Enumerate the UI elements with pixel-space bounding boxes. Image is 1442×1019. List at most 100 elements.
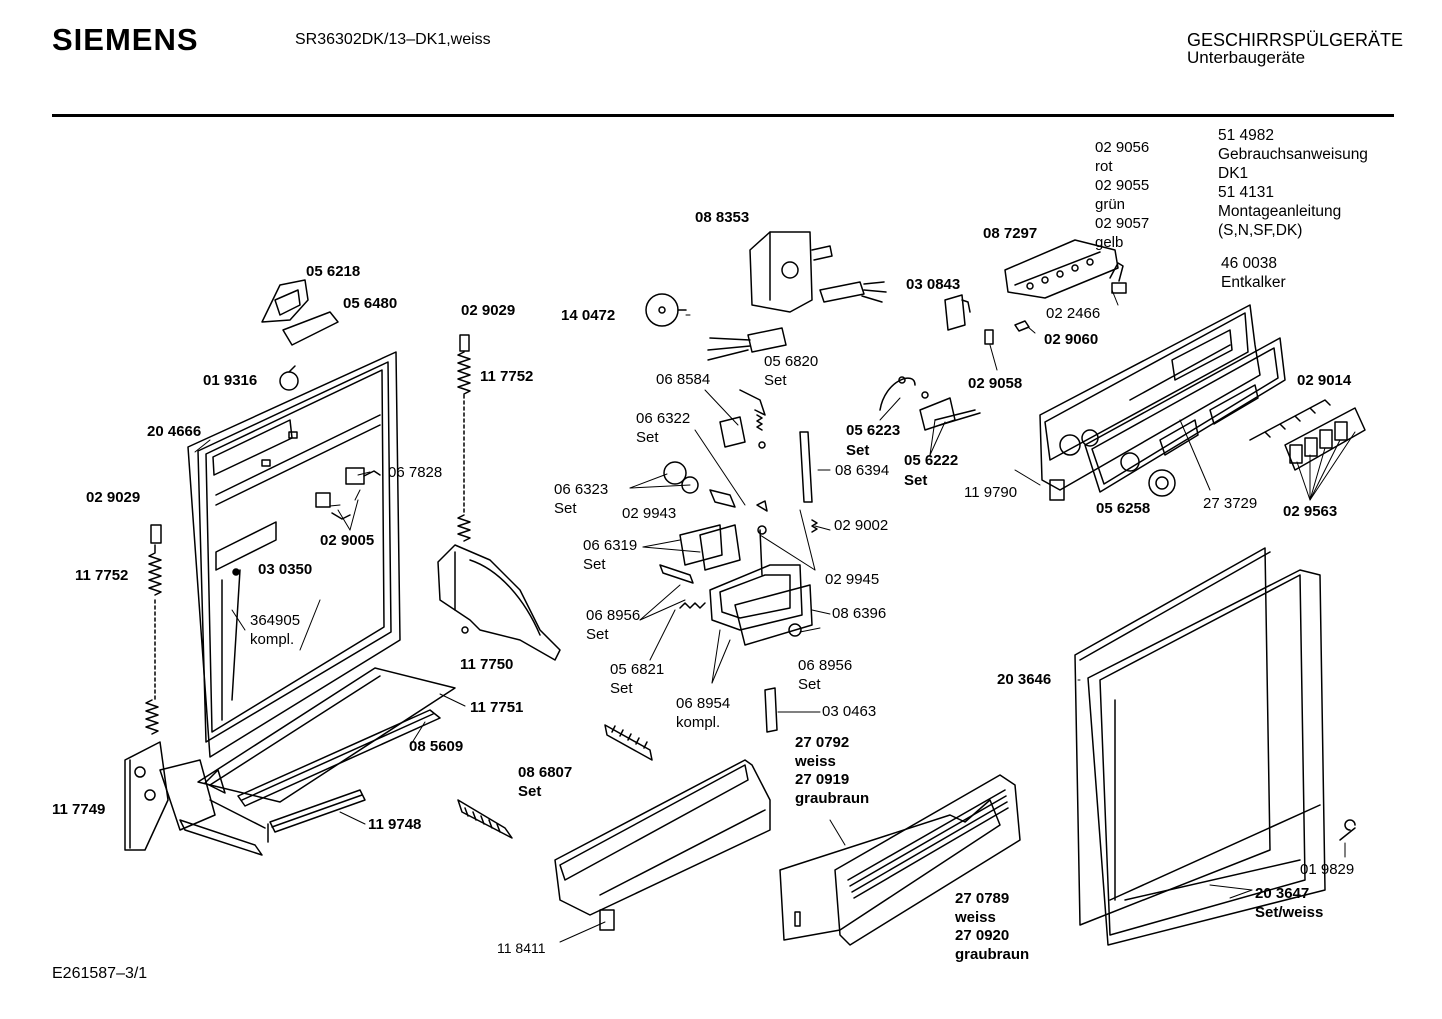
- part-label: 02 9029: [86, 489, 141, 506]
- part-label: Set: [583, 556, 606, 573]
- knob-140472: [645, 293, 687, 327]
- connector-056820: [707, 327, 787, 361]
- switch-block-087297: [1004, 239, 1127, 299]
- part-label: 20 3647: [1255, 885, 1310, 902]
- part-label: Set: [610, 680, 633, 697]
- part-label: 14 0472: [561, 307, 616, 324]
- part-label: 27 3729: [1203, 495, 1258, 512]
- hinge-left: [124, 741, 266, 856]
- part-label: Set/weiss: [1255, 904, 1324, 921]
- part-label: 08 6396: [832, 605, 887, 622]
- knob-056258: [1148, 469, 1176, 497]
- manuals-list: 51 4982 Gebrauchsanweisung DK1 51 4131 M…: [1218, 126, 1368, 240]
- part-label: 11 8411: [497, 940, 546, 956]
- part-label: 03 0463: [822, 703, 877, 720]
- part-label: 01 9829: [1300, 861, 1355, 878]
- part-label: kompl.: [250, 631, 295, 648]
- buttons-029014: [1249, 399, 1366, 471]
- part-label: Set: [586, 626, 609, 643]
- part-label: 02 9029: [461, 302, 516, 319]
- part-label: 02 9060: [1044, 331, 1099, 348]
- part-label: Set: [636, 429, 659, 446]
- spring-center: [457, 334, 471, 542]
- part-label: Set: [764, 372, 787, 389]
- part-label: 02 9002: [834, 517, 889, 534]
- rotary-056223: [879, 376, 981, 431]
- front-panel-118411: [554, 759, 771, 931]
- leader-lines: [194, 289, 1356, 943]
- screw-019829: [1339, 819, 1356, 841]
- manual-name: Montageanleitung: [1218, 203, 1342, 220]
- part-label: graubraun: [955, 946, 1030, 963]
- panel-cover-273729: [1084, 337, 1286, 493]
- part-label: weiss: [955, 909, 996, 926]
- color-name: grün: [1095, 196, 1126, 213]
- manual-code: 51 4131: [1218, 184, 1275, 201]
- part-label: 05 6820: [764, 353, 819, 370]
- part-label: 11 9748: [368, 816, 422, 833]
- knob-019316: [279, 365, 299, 391]
- part-label: 27 0789: [955, 890, 1010, 907]
- door-lock-assembly: [659, 389, 818, 733]
- part-label: 05 6222: [904, 452, 959, 469]
- part-label: 06 8954: [676, 695, 731, 712]
- part-label: 08 6394: [835, 462, 890, 479]
- color-name: rot: [1095, 158, 1113, 175]
- part-label: 06 6322: [636, 410, 691, 427]
- timer-088353: [749, 231, 887, 313]
- category-title: GESCHIRRSPÜLGERÄTE: [1187, 30, 1404, 50]
- outer-door-panel-203646: [1074, 547, 1321, 926]
- part-label: weiss: [795, 753, 836, 770]
- color-code: 02 9056: [1095, 139, 1150, 156]
- part-label: 02 9014: [1297, 372, 1352, 389]
- door-frame-203647: [1087, 569, 1326, 946]
- inner-door-panel: [187, 351, 401, 758]
- part-label: Set: [846, 442, 870, 459]
- part-label: 11 7751: [470, 699, 524, 716]
- part-label: kompl.: [676, 714, 721, 731]
- color-name: gelb: [1095, 234, 1124, 251]
- part-label: 06 7828: [388, 464, 443, 481]
- part-label: 02 2466: [1046, 305, 1101, 322]
- part-label: Set: [518, 783, 542, 800]
- category-subtitle: Unterbaugeräte: [1187, 48, 1306, 67]
- part-label: 11 7749: [52, 801, 106, 818]
- part-label: 27 0919: [795, 771, 850, 788]
- plinth-270792: [779, 799, 1001, 941]
- part-label: 05 6480: [343, 295, 398, 312]
- descaler-name: Entkalker: [1221, 274, 1286, 291]
- part-label: 20 3646: [997, 671, 1052, 688]
- part-label: 08 7297: [983, 225, 1038, 242]
- drawing-id: E261587–3/1: [52, 965, 148, 982]
- manual-variant: DK1: [1218, 165, 1249, 182]
- part-label: 364905: [250, 612, 301, 629]
- part-label: 11 7752: [480, 368, 534, 385]
- part-label: 01 9316: [203, 372, 258, 389]
- bar-119748: [267, 789, 366, 843]
- clip-067828: [315, 467, 381, 520]
- part-label: 03 0843: [906, 276, 961, 293]
- part-label: 06 8956: [798, 657, 853, 674]
- plinth-270789: [834, 774, 1021, 946]
- part-label: 03 0350: [258, 561, 313, 578]
- clip-056218: [261, 279, 339, 346]
- part-label: 05 6223: [846, 422, 901, 439]
- part-label: Set: [554, 500, 577, 517]
- part-label: graubraun: [795, 790, 870, 807]
- part-label: 02 9945: [825, 571, 880, 588]
- control-panel-119790: [1039, 304, 1261, 501]
- hinge-bracket-117750: [437, 544, 561, 661]
- part-label: 27 0920: [955, 927, 1010, 944]
- manual-variant: (S,N,SF,DK): [1218, 222, 1303, 239]
- part-label: 06 8584: [656, 371, 711, 388]
- part-label: 08 6807: [518, 764, 573, 781]
- pins-029058: [984, 320, 1030, 345]
- part-label: 02 9058: [968, 375, 1023, 392]
- part-label: 02 9563: [1283, 503, 1338, 520]
- clip-086807: [457, 724, 653, 839]
- part-label: 20 4666: [147, 423, 202, 440]
- manual-code: 51 4982: [1218, 127, 1275, 144]
- descaler-code: 46 0038: [1221, 255, 1278, 272]
- model-number: SR36302DK/13–DK1,weiss: [295, 31, 491, 48]
